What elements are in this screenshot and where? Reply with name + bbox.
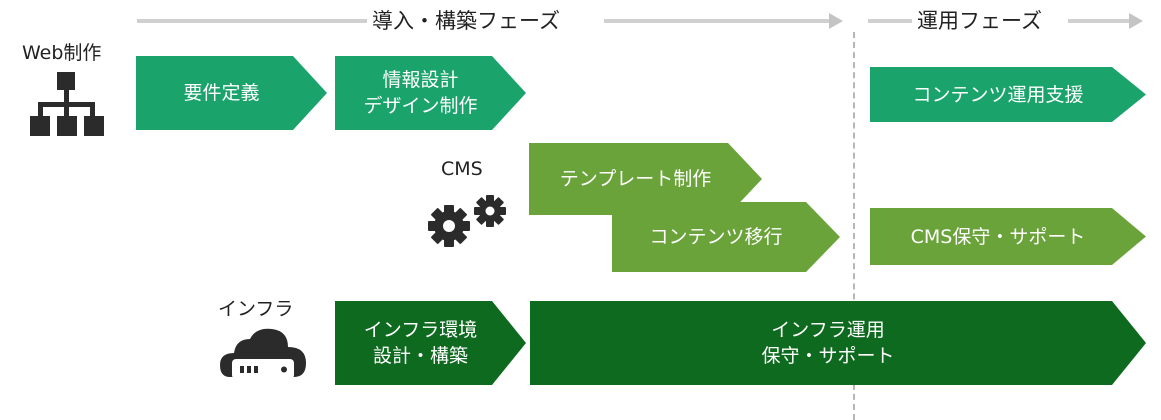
gears-icon [428,195,506,247]
cms-category-label: CMS [441,158,483,180]
step-content-ops: コンテンツ運用支援 [870,67,1146,122]
step-migration: コンテンツ移行 [612,202,840,272]
intro-phase-line-left [137,19,367,23]
operation-phase-line-right [1068,19,1130,23]
cloud-server-icon [220,328,306,379]
infra-category-label: インフラ [218,298,294,320]
operation-phase-line-left [868,19,912,23]
step-info-design: 情報設計 デザイン制作 [335,56,526,130]
sitemap-icon [30,72,104,136]
intro-phase-label: 導入・構築フェーズ [368,6,564,36]
step-requirements: 要件定義 [136,56,327,130]
phase-divider [853,32,855,420]
intro-phase-arrowhead [829,13,843,29]
web-category-label: Web制作 [22,42,102,64]
step-infra-design: インフラ環境 設計・構築 [335,301,526,385]
operation-phase-label: 運用フェーズ [913,6,1046,36]
intro-phase-line-right [604,19,830,23]
operation-phase-arrowhead [1129,13,1143,29]
step-infra-ops: インフラ運用 保守・サポート [530,301,1146,385]
step-cms-support: CMS保守・サポート [870,208,1146,265]
